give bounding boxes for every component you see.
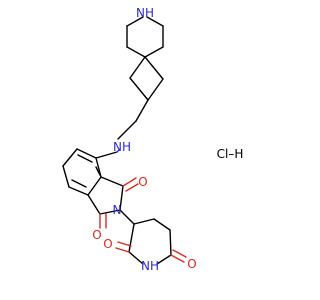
imide-ring (87, 176, 124, 215)
molecule-canvas: NH NH N NH O O O O Cl–H (62, 6, 244, 273)
spiro-nh-label: NH (136, 6, 154, 20)
glut-nh-label: NH (141, 259, 159, 273)
amine-nh-label: NH (113, 140, 131, 154)
amine-bond (116, 148, 121, 153)
oxygen-glut-upper-label: O (103, 237, 112, 251)
oxygen-glut-lower-label: O (187, 257, 196, 271)
imide-carbonyls (99, 177, 139, 229)
imide-n-label: N (113, 203, 122, 217)
n-glut-bond (119, 209, 135, 225)
piperidine-ring (126, 16, 164, 58)
cyclobutane-ring (129, 56, 164, 101)
oxygen-upper-label: O (138, 175, 147, 189)
structure-drawing: NH NH N NH O O O O Cl–H (62, 6, 244, 273)
oxygen-lower-label: O (92, 228, 101, 242)
glutarimide-carbonyls (115, 241, 187, 263)
glutarimide-ring (128, 218, 172, 265)
benzene-ring (62, 148, 118, 196)
hcl-salt-label: Cl–H (217, 147, 244, 161)
ethyl-linker (117, 99, 149, 140)
